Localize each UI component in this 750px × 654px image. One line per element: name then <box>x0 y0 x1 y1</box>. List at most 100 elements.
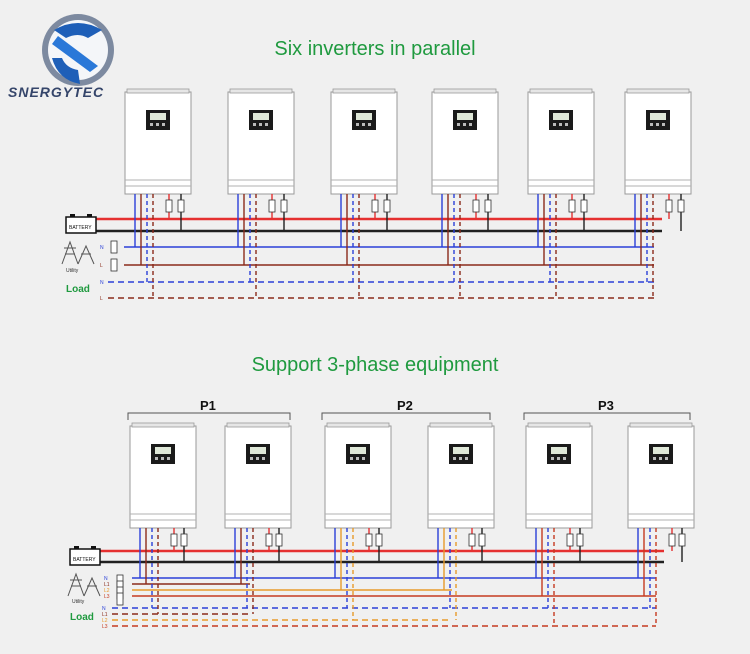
inverter-button <box>161 457 164 460</box>
dc-breaker <box>170 533 178 547</box>
inverter-button <box>659 457 662 460</box>
tower-frame <box>61 240 79 265</box>
inverter-icon <box>129 425 197 529</box>
inverter-button <box>463 123 466 126</box>
inverter-screen <box>653 447 669 454</box>
dc-breaker <box>280 199 288 213</box>
inverter-top <box>527 422 591 428</box>
diagram1-title: Six inverters in parallel <box>274 38 476 60</box>
inverter-icon <box>330 91 398 195</box>
inverter-4 <box>431 88 499 195</box>
inverter-icon <box>627 425 695 529</box>
inverter-button <box>457 123 460 126</box>
utility-breaker <box>116 592 124 606</box>
load-line-label: L2 <box>102 618 108 624</box>
phase-bracket <box>321 412 491 420</box>
inverter-2 <box>227 88 295 195</box>
inverter-icon <box>525 425 593 529</box>
inverter-button <box>250 457 253 460</box>
dc-breaker <box>472 199 480 213</box>
inverter-icon <box>431 91 499 195</box>
inverter-7 <box>129 422 197 529</box>
inverter-10 <box>427 422 495 529</box>
utility-line-label: N <box>100 245 104 251</box>
phase-label-1: P1 <box>200 398 216 413</box>
inverter-icon <box>624 91 692 195</box>
inverter-button <box>368 123 371 126</box>
inverter-top <box>529 88 593 94</box>
dc-breaker <box>568 199 576 213</box>
dc-breaker <box>268 199 276 213</box>
dc-breaker <box>576 533 584 547</box>
dc-breaker <box>668 533 676 547</box>
inverter-button <box>465 457 468 460</box>
inverter-top <box>126 88 190 94</box>
battery-terminal <box>74 546 79 549</box>
utility-line-label: L <box>100 263 103 269</box>
inverter-icon <box>324 425 392 529</box>
inverter-top <box>332 88 396 94</box>
inverter-button <box>459 457 462 460</box>
inverter-button <box>356 123 359 126</box>
inverter-icon <box>224 425 292 529</box>
inverter-screen <box>250 447 266 454</box>
utility-label: Utility <box>72 599 85 605</box>
inverter-button <box>563 457 566 460</box>
inverter-screen <box>356 113 372 120</box>
diagram2-title: Support 3-phase equipment <box>251 354 499 376</box>
battery-terminal <box>87 214 92 217</box>
dc-breaker <box>383 199 391 213</box>
tower-frame <box>77 244 95 265</box>
tower-frame <box>67 572 85 597</box>
utility-tower-icon <box>61 240 95 265</box>
inverter-button <box>553 123 556 126</box>
inverter-button <box>350 457 353 460</box>
utility-breaker <box>110 258 118 272</box>
dc-breaker <box>365 533 373 547</box>
phase-label-2: P2 <box>397 398 413 413</box>
inverter-button <box>150 123 153 126</box>
utility-tower-icon <box>67 572 101 597</box>
utility-breaker <box>110 240 118 254</box>
utility-line-label: L3 <box>104 594 110 600</box>
inverter-button <box>662 123 665 126</box>
battery-icon <box>69 548 101 566</box>
dc-breaker <box>580 199 588 213</box>
battery-label: BATTERY <box>73 557 96 563</box>
dc-breaker <box>180 533 188 547</box>
inverter-icon <box>427 425 495 529</box>
utility-line-label: L2 <box>104 588 110 594</box>
logo-icon <box>42 14 114 86</box>
dc-breaker <box>371 199 379 213</box>
inverter-9 <box>324 422 392 529</box>
inverter-3 <box>330 88 398 195</box>
dc-breaker <box>165 199 173 213</box>
inverter-button <box>265 123 268 126</box>
dc-breaker <box>265 533 273 547</box>
battery-label: BATTERY <box>69 225 92 231</box>
inverter-button <box>653 457 656 460</box>
inverter-button <box>167 457 170 460</box>
battery-icon <box>65 216 97 234</box>
dc-breaker <box>478 533 486 547</box>
load-line-label: L <box>100 296 103 302</box>
inverter-button <box>156 123 159 126</box>
inverter-button <box>262 457 265 460</box>
load-line-label: N <box>100 280 104 286</box>
phase-bracket <box>523 412 691 420</box>
load-label: Load <box>66 284 90 295</box>
inverter-button <box>253 123 256 126</box>
inverter-8 <box>224 422 292 529</box>
brand-name: SNERGYTEC <box>8 84 105 100</box>
battery-terminal <box>91 546 96 549</box>
inverter-button <box>453 457 456 460</box>
battery-terminal <box>70 214 75 217</box>
inverter-screen <box>650 113 666 120</box>
inverter-button <box>259 123 262 126</box>
inverter-screen <box>453 447 469 454</box>
inverter-5 <box>527 88 595 195</box>
inverter-screen <box>551 447 567 454</box>
inverter-screen <box>457 113 473 120</box>
